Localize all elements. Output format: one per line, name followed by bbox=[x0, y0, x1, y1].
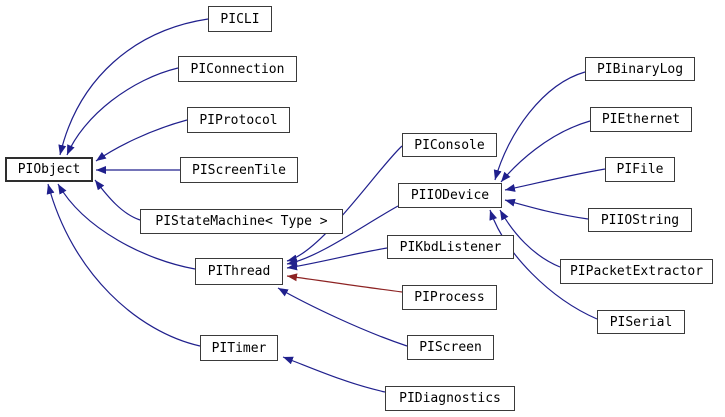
class-node-PIIODevice[interactable]: PIIODevice bbox=[398, 183, 502, 208]
edge-PIEthernet-to-PIIODevice bbox=[500, 120, 591, 183]
class-node-PIConsole[interactable]: PIConsole bbox=[402, 133, 497, 157]
class-node-PICLI[interactable]: PICLI bbox=[208, 6, 272, 32]
class-node-PIDiagnostics[interactable]: PIDiagnostics bbox=[385, 386, 515, 411]
class-node-PIProtocol[interactable]: PIProtocol bbox=[187, 107, 290, 133]
edge-PIIODevice-to-PIThread bbox=[286, 205, 399, 267]
class-node-PIKbdListener[interactable]: PIKbdListener bbox=[387, 235, 514, 259]
class-node-label: PIThread bbox=[207, 264, 271, 279]
class-node-label: PISerial bbox=[609, 314, 673, 330]
class-node-label: PIFile bbox=[616, 162, 664, 177]
edge-PIThread-to-PIObject bbox=[57, 183, 196, 270]
class-node-label: PIEthernet bbox=[601, 112, 681, 127]
class-node-PIPacketExtractor[interactable]: PIPacketExtractor bbox=[560, 259, 713, 284]
class-node-PIScreen[interactable]: PIScreen bbox=[407, 335, 494, 360]
class-node-PIThread[interactable]: PIThread bbox=[195, 258, 283, 285]
class-node-label: PIStateMachine< Type > bbox=[155, 214, 328, 229]
class-node-label: PIDiagnostics bbox=[399, 391, 501, 406]
class-node-label: PITimer bbox=[211, 340, 267, 356]
edge-PIStateMachine-to-PIObject bbox=[94, 179, 141, 221]
class-node-PIEthernet[interactable]: PIEthernet bbox=[590, 107, 692, 132]
class-node-PIFile[interactable]: PIFile bbox=[605, 157, 675, 182]
edge-PIIOString-to-PIIODevice bbox=[504, 198, 589, 220]
class-node-label: PIPacketExtractor bbox=[569, 264, 704, 279]
class-node-label: PIBinaryLog bbox=[596, 61, 684, 77]
class-node-label: PIIODevice bbox=[410, 188, 490, 203]
class-node-PIStateMachine[interactable]: PIStateMachine< Type > bbox=[140, 209, 343, 234]
class-node-PIObject[interactable]: PIObject bbox=[5, 157, 93, 182]
class-node-label: PIScreenTile bbox=[192, 162, 286, 178]
edge-PIProcess-to-PIThread bbox=[286, 273, 403, 293]
class-node-PIBinaryLog[interactable]: PIBinaryLog bbox=[585, 57, 695, 81]
edge-PIDiagnostics-to-PITimer bbox=[282, 356, 386, 393]
class-node-PIIOString[interactable]: PIIOString bbox=[588, 208, 692, 232]
edge-PIFile-to-PIIODevice bbox=[504, 168, 606, 192]
class-node-PISerial[interactable]: PISerial bbox=[597, 310, 685, 334]
class-node-label: PIConsole bbox=[414, 137, 485, 153]
class-node-label: PIProtocol bbox=[199, 112, 278, 128]
edge-PIConnection-to-PIObject bbox=[66, 67, 179, 156]
edge-PIConsole-to-PIThread bbox=[286, 145, 403, 263]
class-node-PIScreenTile[interactable]: PIScreenTile bbox=[180, 157, 298, 183]
edge-PITimer-to-PIObject bbox=[46, 183, 201, 347]
class-node-label: PIConnection bbox=[190, 61, 285, 77]
class-node-label: PICLI bbox=[220, 11, 260, 27]
class-node-PIProcess[interactable]: PIProcess bbox=[402, 285, 497, 310]
edge-PICLI-to-PIObject bbox=[58, 18, 209, 156]
class-node-label: PIKbdListener bbox=[399, 239, 502, 255]
edge-PIProtocol-to-PIObject bbox=[95, 119, 188, 162]
edge-PIBinaryLog-to-PIIODevice bbox=[493, 71, 586, 181]
edge-PISerial-to-PIIODevice bbox=[489, 209, 598, 320]
class-node-label: PIScreen bbox=[419, 340, 482, 355]
class-node-PITimer[interactable]: PITimer bbox=[200, 335, 278, 361]
class-node-PIConnection[interactable]: PIConnection bbox=[178, 56, 297, 82]
class-node-label: PIProcess bbox=[414, 290, 485, 305]
edge-PIPacketExtractor-to-PIIODevice bbox=[499, 209, 561, 268]
class-node-label: PIIOString bbox=[600, 212, 680, 228]
edge-PIScreen-to-PIThread bbox=[277, 287, 408, 347]
edge-PIKbdListener-to-PIThread bbox=[286, 247, 388, 271]
class-node-label: PIObject bbox=[17, 162, 81, 177]
